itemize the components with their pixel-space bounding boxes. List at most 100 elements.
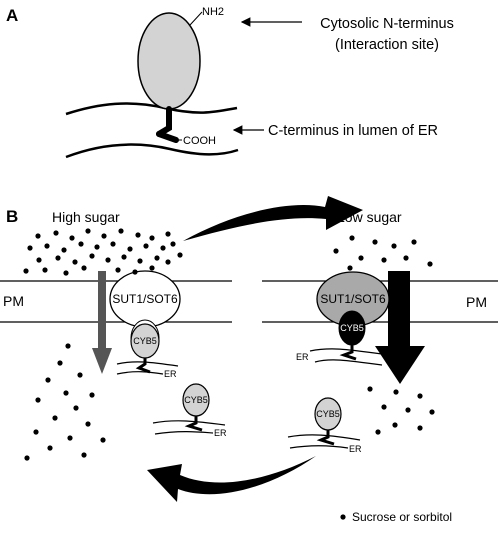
sugar-dot <box>358 255 364 261</box>
cyb5-free-right-anchor <box>316 430 335 446</box>
cyb5-bound-left-label: CYB5 <box>133 336 157 346</box>
sugar-dot <box>372 239 378 245</box>
sugar-dot <box>81 265 87 271</box>
sugar-dot <box>77 372 83 378</box>
cyb5-bound-right-label: CYB5 <box>340 323 364 333</box>
callout-n-terminus-line2: (Interaction site) <box>335 37 439 53</box>
er-free-right-label: ER <box>349 444 362 454</box>
sugar-dot <box>47 445 53 451</box>
transmembrane-segment <box>156 131 179 143</box>
sugar-dot <box>165 259 171 265</box>
sugar-dot <box>135 232 141 238</box>
sugar-dot <box>391 243 397 249</box>
sugar-dot <box>81 452 87 458</box>
sugar-dot <box>27 245 33 251</box>
sugar-dot <box>411 239 417 245</box>
sugar-dot <box>154 255 160 261</box>
sugar-dot <box>35 397 41 403</box>
sugar-dot <box>375 429 381 435</box>
sugar-dot <box>349 235 355 241</box>
nh2-tick <box>189 11 203 26</box>
sugar-dot <box>44 243 50 249</box>
sugar-dot <box>101 233 107 239</box>
er-right-bound-label: ER <box>296 352 309 362</box>
sugar-dot <box>160 245 166 251</box>
sugar-dot <box>45 377 51 383</box>
sugar-dot <box>121 254 127 260</box>
sugar-dot <box>69 235 75 241</box>
sugar-dot <box>115 267 121 273</box>
panel-b-label: B <box>6 207 18 226</box>
sugar-dot <box>35 233 41 239</box>
high-sugar-label: High sugar <box>52 209 120 225</box>
sugar-dot <box>429 409 435 415</box>
legend-label: Sucrose or sorbitol <box>352 510 452 524</box>
er-membrane-left-bound <box>116 361 179 375</box>
sugar-dot <box>85 228 91 234</box>
transport-arrow-high-sugar <box>92 271 112 374</box>
sugar-dot <box>53 230 59 236</box>
sugar-dot <box>52 415 58 421</box>
cyb5-bound-right-anchor <box>339 345 357 361</box>
sugar-dot <box>24 455 30 461</box>
er-membrane-free-right <box>287 434 361 449</box>
plasma-membrane-left <box>0 280 232 323</box>
cycle-arrow-top <box>183 196 363 241</box>
sugar-molecules <box>23 228 435 461</box>
sugar-dot <box>132 269 138 275</box>
sugar-dot <box>333 248 339 254</box>
sugar-dot <box>57 360 63 366</box>
protein-stalk <box>156 106 172 137</box>
sugar-dot <box>73 405 79 411</box>
sugar-dot <box>55 255 61 261</box>
nh2-label: NH2 <box>202 6 224 18</box>
sugar-dot <box>78 241 84 247</box>
transporter-right-label: SUT1/SOT6 <box>320 292 386 306</box>
er-membrane-free-left <box>152 420 226 435</box>
callout-n-terminus-line1: Cytosolic N-terminus <box>320 16 454 32</box>
sugar-dot <box>347 265 353 271</box>
sugar-dot <box>427 261 433 267</box>
sugar-dot <box>392 422 398 428</box>
cyb5-free-left-label: CYB5 <box>184 395 208 405</box>
sugar-dot <box>170 241 176 247</box>
sugar-dot <box>94 244 100 250</box>
sugar-dot <box>118 228 124 234</box>
sugar-dot <box>85 421 91 427</box>
sugar-dot <box>100 437 106 443</box>
cycle-arrow-bottom <box>147 456 316 502</box>
sugar-dot <box>89 392 95 398</box>
pm-label-right: PM <box>466 294 487 310</box>
legend-dot <box>340 514 346 520</box>
sugar-dot <box>67 435 73 441</box>
protein-n-terminus-domain <box>137 12 201 110</box>
cyb5-free-right-label: CYB5 <box>316 409 340 419</box>
sugar-dot <box>137 258 143 264</box>
sugar-dot <box>165 231 171 237</box>
sugar-dot <box>42 267 48 273</box>
sugar-dot <box>89 253 95 259</box>
sugar-dot <box>149 265 155 271</box>
sugar-dot <box>403 255 409 261</box>
er-membrane-right-bound <box>309 348 383 366</box>
sugar-dot <box>23 268 29 274</box>
sugar-dot <box>393 389 399 395</box>
sugar-dot <box>417 393 423 399</box>
sugar-dot <box>405 407 411 413</box>
sugar-dot <box>63 390 69 396</box>
sugar-dot <box>417 425 423 431</box>
sugar-dot <box>149 235 155 241</box>
pm-label-left: PM <box>3 293 24 309</box>
sugar-dot <box>65 343 71 349</box>
er-left-bound-label: ER <box>164 369 177 379</box>
callout-c-terminus: C-terminus in lumen of ER <box>268 123 438 139</box>
sugar-dot <box>367 386 373 392</box>
sugar-dot <box>105 257 111 263</box>
sugar-dot <box>381 257 387 263</box>
sugar-dot <box>381 404 387 410</box>
sugar-dot <box>72 259 78 265</box>
er-membrane-a <box>65 102 239 159</box>
sugar-dot <box>63 270 69 276</box>
sugar-dot <box>33 429 39 435</box>
